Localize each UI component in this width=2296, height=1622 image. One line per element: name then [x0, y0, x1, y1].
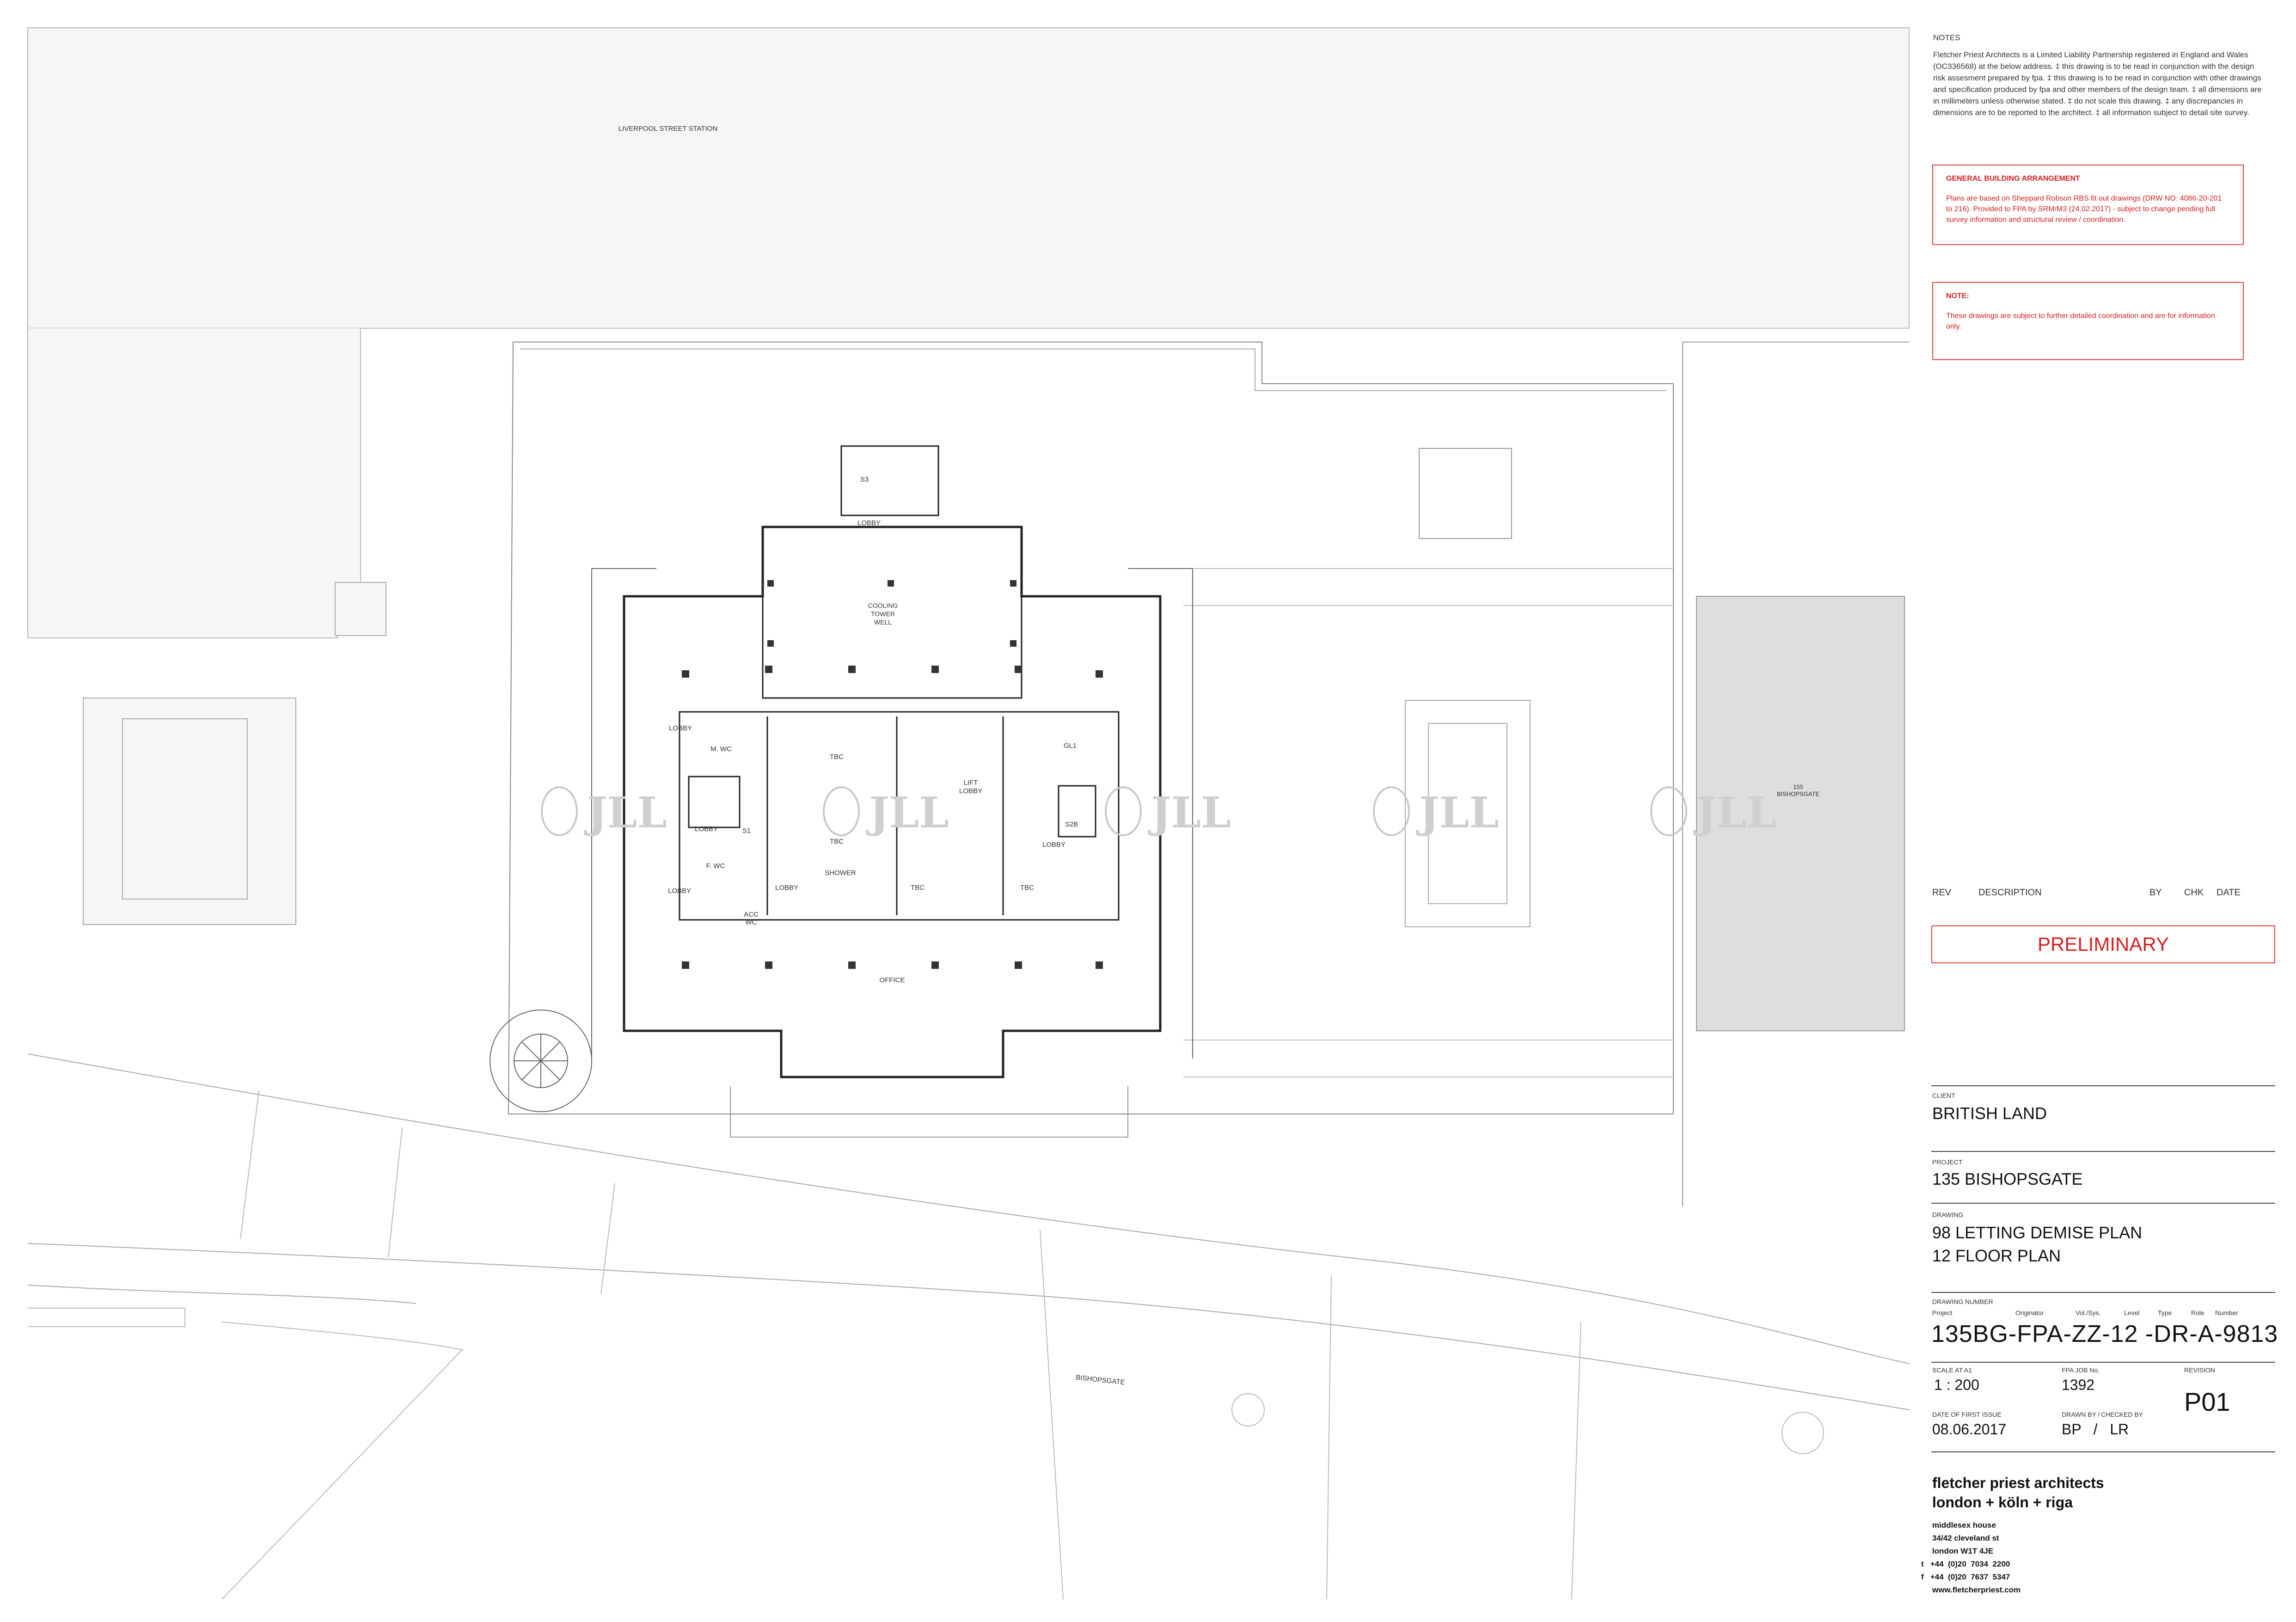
date-header: DATE	[2216, 888, 2241, 898]
svg-text:JLL: JLL	[866, 788, 949, 838]
firm-name: fletcher priest architects	[1932, 1475, 2104, 1491]
firm-address-3: london W1T 4JE	[1932, 1547, 1994, 1555]
chk-header: CHK	[2184, 888, 2204, 898]
label-shower: SHOWER	[825, 869, 856, 877]
field-project: Project	[1932, 1309, 1953, 1316]
drawing-number-label: DRAWING NUMBER	[1932, 1298, 1993, 1305]
general-arrangement-box: GENERAL BUILDING ARRANGEMENT Plans are b…	[1932, 165, 2244, 245]
field-vol: Vol./Sys.	[2076, 1309, 2101, 1316]
divider	[1931, 1451, 2275, 1452]
label-s3: S3	[860, 476, 869, 484]
label-office: OFFICE	[880, 976, 905, 984]
status-preliminary: PRELIMINARY	[1931, 925, 2275, 963]
revision-value: P01	[2184, 1387, 2230, 1416]
label-s1: S1	[742, 827, 751, 835]
firm-telephone: t +44 (0)20 7034 2200	[1921, 1560, 2010, 1568]
description-header: DESCRIPTION	[1978, 888, 2042, 898]
label-s2b: S2B	[1065, 820, 1078, 828]
first-issue-value: 08.06.2017	[1932, 1421, 2007, 1438]
note-box-title: NOTE:	[1946, 292, 1969, 300]
drawn-by-label: DRAWN BY /	[2062, 1411, 2100, 1418]
notes-body: Fletcher Priest Architects is a Limited …	[1933, 50, 2262, 117]
drawing-title-line1: 98 LETTING DEMISE PLAN	[1932, 1223, 2143, 1242]
label-tbc-1: TBC	[830, 753, 844, 761]
label-cooling-tower-3: WELL	[874, 618, 892, 626]
label-f-wc: F. WC	[706, 862, 725, 870]
floor-plan: LIVERPOOL STREET STATION BISHOPSGATE OFF…	[27, 27, 1910, 1600]
firm-address-2: 34/42 cleveland st	[1932, 1534, 1999, 1542]
label-acc-wc: ACC	[744, 911, 759, 918]
job-value: 1392	[2062, 1377, 2095, 1393]
firm-website[interactable]: www.fletcherpriest.com	[1932, 1585, 2021, 1594]
general-arrangement-body: Plans are based on Sheppard Robson RBS f…	[1946, 195, 2222, 224]
jll-logo-watermark: JLL	[1105, 786, 1231, 838]
svg-text:JLL: JLL	[1148, 788, 1231, 838]
label-lobby-3: LOBBY	[1042, 841, 1065, 849]
label-cooling-tower-2: TOWER	[871, 610, 895, 618]
divider	[1931, 1151, 2275, 1152]
label-lobby-4: LOBBY	[668, 887, 691, 895]
drawn-checked-value: BP / LR	[2062, 1421, 2129, 1438]
by-header: BY	[2149, 888, 2162, 898]
firm-fax: f +44 (0)20 7637 5347	[1921, 1573, 2010, 1581]
label-lobby-1: LOBBY	[669, 724, 692, 732]
checked-by-label: CHECKED BY	[2101, 1411, 2143, 1418]
divider	[1931, 1292, 2275, 1293]
revision-label: REVISION	[2184, 1366, 2215, 1374]
label-m-wc: M. WC	[710, 745, 732, 753]
jll-logo-watermark: JLL	[541, 786, 667, 838]
scale-value: 1 : 200	[1934, 1377, 1979, 1393]
label-lift-lobby-2: LOBBY	[959, 787, 982, 795]
firm-address-1: middlesex house	[1932, 1521, 1996, 1530]
client-value: BRITISH LAND	[1932, 1104, 2047, 1123]
svg-text:JLL: JLL	[1693, 788, 1776, 838]
notes-title: NOTES	[1933, 33, 1960, 42]
jll-logo-watermark: JLL	[823, 786, 949, 838]
label-liverpool-street-station: LIVERPOOL STREET STATION	[618, 125, 718, 133]
firm-locations: london + köln + riga	[1932, 1494, 2073, 1511]
jll-logo-watermark: JLL	[1650, 786, 1776, 838]
svg-text:JLL: JLL	[1416, 788, 1499, 838]
divider	[1931, 1362, 2275, 1363]
first-issue-label: DATE OF FIRST ISSUE	[1932, 1411, 2002, 1418]
field-type: Type	[2158, 1309, 2172, 1316]
label-lobby-2: LOBBY	[695, 825, 718, 833]
field-number: Number	[2215, 1309, 2238, 1316]
client-label: CLIENT	[1932, 1092, 1955, 1099]
label-155-bishopsgate: 155	[1793, 783, 1803, 790]
label-lobby-top: LOBBY	[857, 519, 881, 527]
divider	[1931, 1203, 2275, 1204]
watermark-group: JLL JLL JLL JLL JLL	[541, 786, 1776, 838]
drawing-number-code: 135BG-FPA-ZZ-12 -DR-A-9813	[1931, 1321, 2278, 1347]
label-tbc-2: TBC	[830, 838, 844, 845]
project-value: 135 BISHOPSGATE	[1932, 1169, 2083, 1188]
label-gl1: GL1	[1064, 742, 1077, 750]
note-box: NOTE: These drawings are subject to furt…	[1932, 282, 2244, 360]
drawing-label: DRAWING	[1932, 1211, 1964, 1218]
svg-text:JLL: JLL	[584, 788, 667, 838]
project-label: PROJECT	[1932, 1158, 1963, 1166]
label-acc-wc-2: WC	[746, 918, 757, 926]
field-originator: Originator	[2015, 1309, 2044, 1316]
divider	[1931, 1085, 2275, 1086]
label-tbc-4: TBC	[1020, 884, 1034, 892]
field-role: Role	[2191, 1309, 2204, 1316]
label-bishopsgate: BISHOPSGATE	[1076, 1374, 1126, 1387]
label-155-bishopsgate-2: BISHOPSGATE	[1777, 790, 1820, 797]
note-box-body: These drawings are subject to further de…	[1946, 312, 2215, 331]
rev-header: REV	[1932, 888, 1952, 898]
label-cooling-tower: COOLING	[868, 602, 898, 609]
scale-label: SCALE AT A1	[1932, 1366, 1972, 1374]
label-tbc-3: TBC	[911, 884, 925, 892]
jll-logo-watermark: JLL	[1373, 786, 1499, 838]
label-lift-lobby: LIFT	[964, 779, 978, 787]
label-lobby-5: LOBBY	[775, 884, 798, 892]
title-block: NOTES Fletcher Priest Architects is a Li…	[1921, 28, 2279, 1618]
drawing-title-line2: 12 FLOOR PLAN	[1932, 1246, 2061, 1265]
general-arrangement-title: GENERAL BUILDING ARRANGEMENT	[1946, 175, 2080, 183]
job-label: FPA JOB No.	[2062, 1366, 2100, 1374]
field-level: Level	[2124, 1309, 2140, 1316]
